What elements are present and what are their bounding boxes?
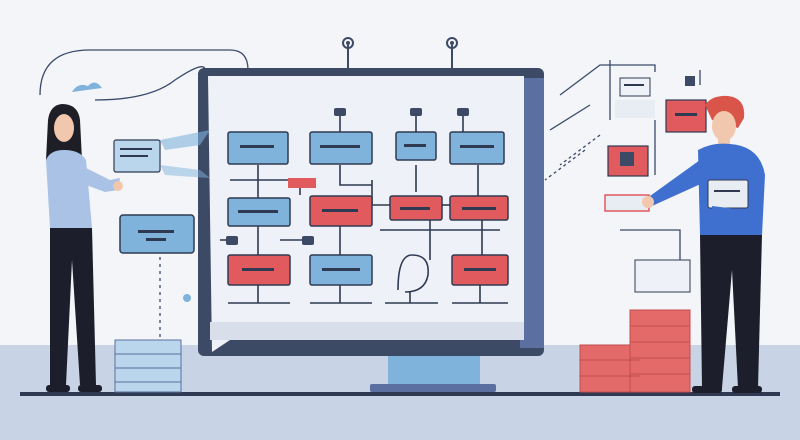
- cloud-shape: [72, 82, 102, 92]
- background-wires: [39, 49, 701, 345]
- floating-card: [604, 76, 707, 293]
- antenna-icon: [342, 37, 354, 68]
- floor-line: [20, 392, 780, 396]
- flowchart-icon: [220, 108, 509, 304]
- server-stack-icon: [579, 309, 691, 393]
- document-icon: [113, 130, 210, 178]
- decor-dot: [183, 294, 191, 302]
- server-stack-icon: [114, 339, 182, 393]
- woman-holding-document: [46, 104, 123, 392]
- man-holding-document: [642, 95, 765, 393]
- floating-card: [119, 214, 195, 254]
- plug-icon: [226, 108, 469, 245]
- antenna-icon: [446, 37, 458, 68]
- monitor-stand: [388, 356, 480, 386]
